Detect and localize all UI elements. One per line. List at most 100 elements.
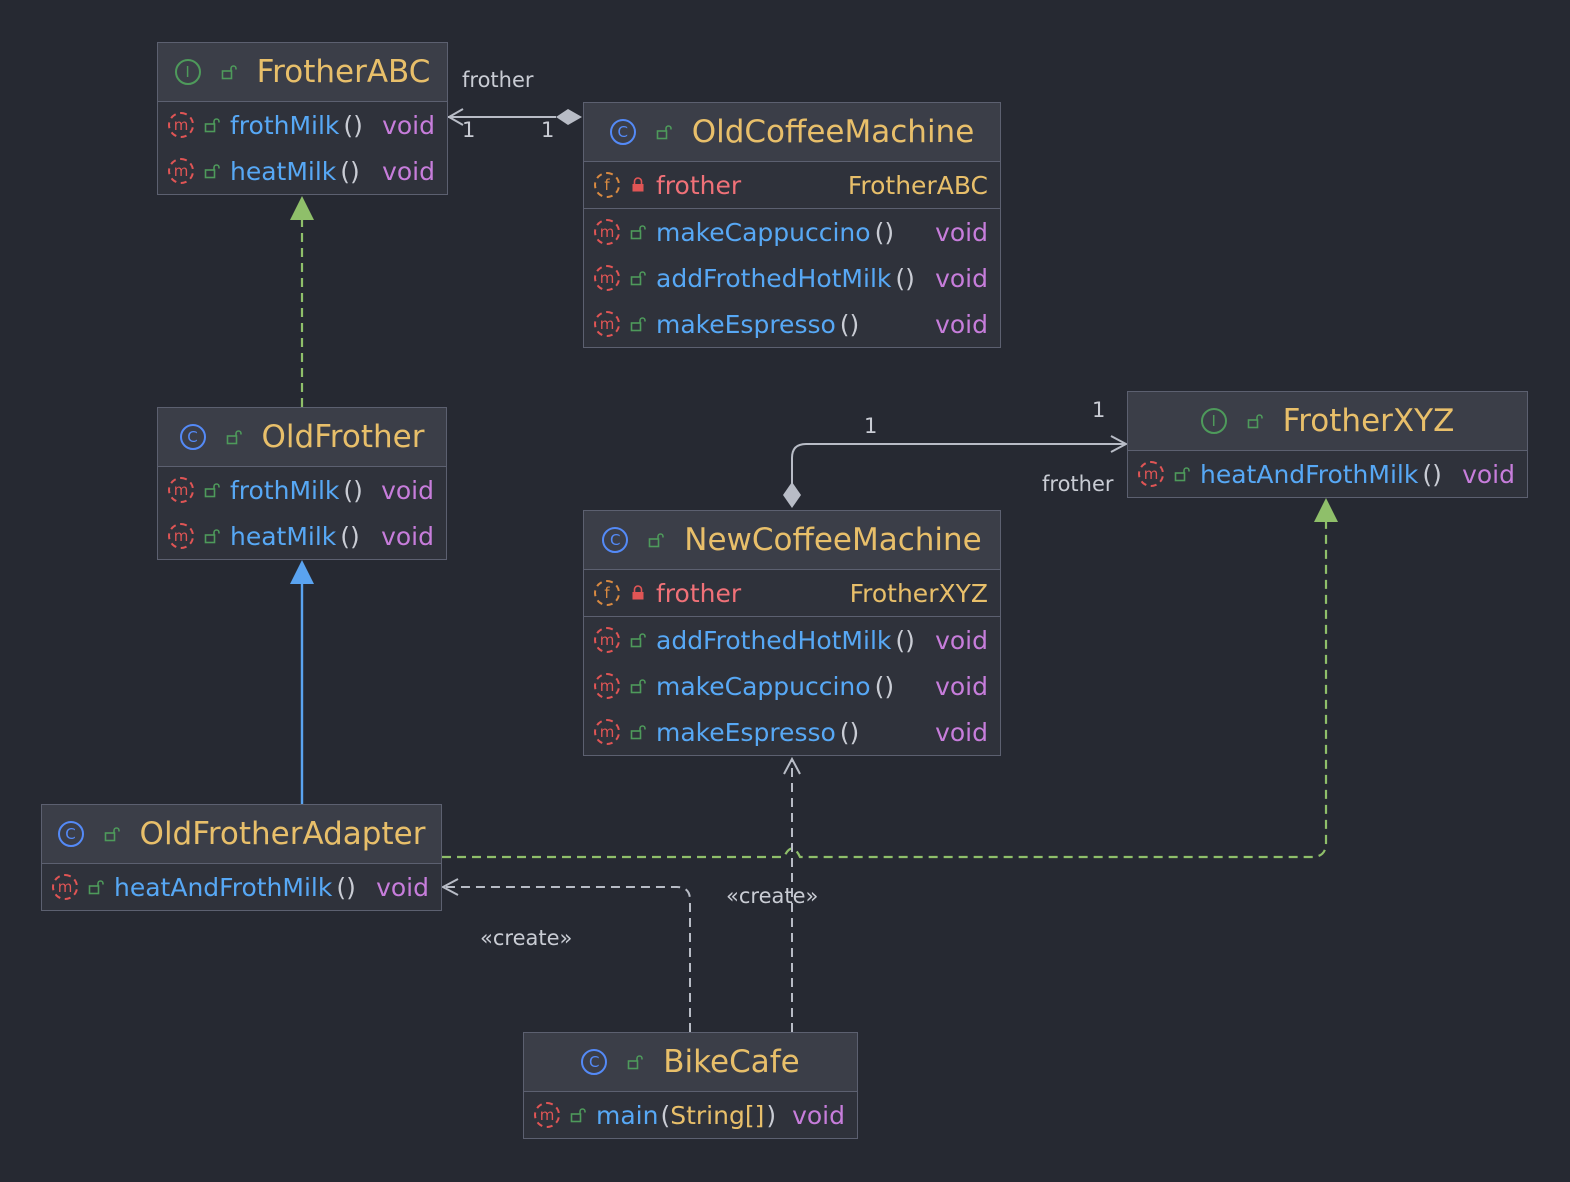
method-parens: () [895, 263, 915, 293]
return-type: void [935, 625, 988, 655]
method-row[interactable]: m heatAndFrothMilk () void [42, 864, 441, 910]
method-row[interactable]: m makeEspresso () void [584, 301, 1000, 347]
class-box-frotherabc[interactable]: I FrotherABC m frothMilk () void m heatM… [157, 42, 448, 195]
method-icon: m [594, 673, 620, 699]
adapter-implements-frotherxyz [442, 522, 1328, 859]
class-icon: C [609, 119, 636, 145]
private-lock-icon [632, 177, 644, 192]
method-parens: () [343, 110, 363, 140]
return-type: void [935, 309, 988, 339]
implements-arrowhead [1314, 498, 1338, 522]
class-box-frotherxyz[interactable]: I FrotherXYZ m heatAndFrothMilk () void [1127, 391, 1528, 498]
method-icon: m [168, 112, 194, 138]
class-box-newcoffeemachine[interactable]: C NewCoffeeMachine f frother FrotherXYZ … [583, 510, 1001, 756]
method-row[interactable]: m makeEspresso () void [584, 709, 1000, 755]
class-name: FrotherXYZ [1282, 403, 1455, 439]
field-icon: f [594, 172, 620, 198]
static-method-icon: m [534, 1102, 560, 1128]
public-lock-icon [221, 65, 237, 80]
public-lock-icon [88, 880, 104, 895]
method-icon: m [1138, 461, 1164, 487]
class-box-bikecafe[interactable]: C BikeCafe m main ( String[] ) void [523, 1032, 858, 1139]
class-box-oldfrotheradapter[interactable]: C OldFrotherAdapter m heatAndFrothMilk (… [41, 804, 442, 911]
multiplicity-label: 1 [864, 414, 878, 438]
class-box-oldcoffeemachine[interactable]: C OldCoffeeMachine f frother FrotherABC … [583, 102, 1001, 348]
method-parens: () [895, 625, 915, 655]
method-row[interactable]: m frothMilk () void [158, 102, 447, 148]
method-name: heatMilk [230, 521, 337, 551]
method-icon: m [168, 158, 194, 184]
create-stereotype-label: «create» [480, 926, 573, 950]
class-header: C OldFrotherAdapter [42, 805, 441, 864]
method-row[interactable]: m heatAndFrothMilk () void [1128, 451, 1527, 497]
field-icon: f [594, 580, 620, 606]
multiplicity-label: 1 [1092, 398, 1106, 422]
class-header: C NewCoffeeMachine [584, 511, 1000, 570]
composition-diamond [556, 109, 582, 125]
class-name: OldFrotherAdapter [139, 816, 426, 852]
role-label-frother-xyz: frother [1042, 472, 1114, 496]
return-type: void [382, 156, 435, 186]
return-type: void [792, 1100, 845, 1130]
method-row[interactable]: m frothMilk () void [158, 467, 446, 513]
method-name: makeEspresso [656, 309, 836, 339]
dependency-arrowhead [783, 756, 801, 775]
class-icon: C [179, 424, 206, 450]
runnable-class-icon: C [581, 1049, 608, 1075]
interface-icon: I [1200, 408, 1227, 434]
return-type: void [381, 521, 434, 551]
role-label-frother-abc: frother [462, 68, 534, 92]
method-name: makeCappuccino [656, 217, 871, 247]
public-lock-icon [570, 1108, 586, 1123]
method-param-open: ( [660, 1100, 671, 1130]
method-row[interactable]: m main ( String[] ) void [524, 1092, 857, 1138]
method-parens: () [874, 671, 895, 701]
field-row[interactable]: f frother FrotherABC [584, 162, 1000, 208]
method-name: addFrothedHotMilk [656, 625, 892, 655]
return-type: void [1462, 459, 1515, 489]
public-lock-icon [104, 827, 120, 842]
extends-arrowhead [290, 560, 314, 584]
public-lock-icon [226, 430, 242, 445]
implements-arrowhead [290, 196, 314, 220]
method-name: main [596, 1100, 659, 1130]
return-type: void [935, 671, 988, 701]
class-name: NewCoffeeMachine [684, 522, 982, 558]
method-param: String[] [670, 1100, 765, 1130]
method-row[interactable]: m makeCappuccino () void [584, 208, 1000, 255]
association-arrowhead [1110, 435, 1129, 453]
public-lock-icon [656, 125, 672, 140]
method-name: heatAndFrothMilk [1200, 459, 1419, 489]
field-row[interactable]: f frother FrotherXYZ [584, 570, 1000, 616]
method-row[interactable]: m addFrothedHotMilk () void [584, 616, 1000, 663]
public-lock-icon [204, 118, 220, 133]
newcoffeemachine-to-frotherxyz [791, 443, 1126, 484]
public-lock-icon [630, 225, 646, 240]
interface-icon: I [174, 59, 201, 85]
method-icon: m [594, 311, 620, 337]
class-name: BikeCafe [663, 1044, 800, 1080]
return-type: void [381, 475, 434, 505]
public-lock-icon [1174, 467, 1190, 482]
method-row[interactable]: m heatMilk () void [158, 513, 446, 559]
method-name: makeEspresso [656, 717, 836, 747]
public-lock-icon [630, 271, 646, 286]
method-parens: () [839, 309, 860, 339]
public-lock-icon [627, 1055, 644, 1070]
method-icon: m [594, 265, 620, 291]
method-icon: m [594, 627, 620, 653]
method-param-close: ) [766, 1100, 777, 1130]
return-type: void [935, 217, 988, 247]
method-row[interactable]: m makeCappuccino () void [584, 663, 1000, 709]
class-header: C BikeCafe [524, 1033, 857, 1092]
method-parens: () [839, 717, 860, 747]
class-header: I FrotherXYZ [1128, 392, 1527, 451]
field-name: frother [656, 170, 742, 200]
create-stereotype-label: «create» [726, 884, 819, 908]
method-row[interactable]: m heatMilk () void [158, 148, 447, 194]
method-name: heatMilk [230, 156, 337, 186]
class-box-oldfrother[interactable]: C OldFrother m frothMilk () void m heatM… [157, 407, 447, 560]
multiplicity-label: 1 [541, 118, 555, 142]
method-parens: () [340, 156, 360, 186]
method-row[interactable]: m addFrothedHotMilk () void [584, 255, 1000, 301]
